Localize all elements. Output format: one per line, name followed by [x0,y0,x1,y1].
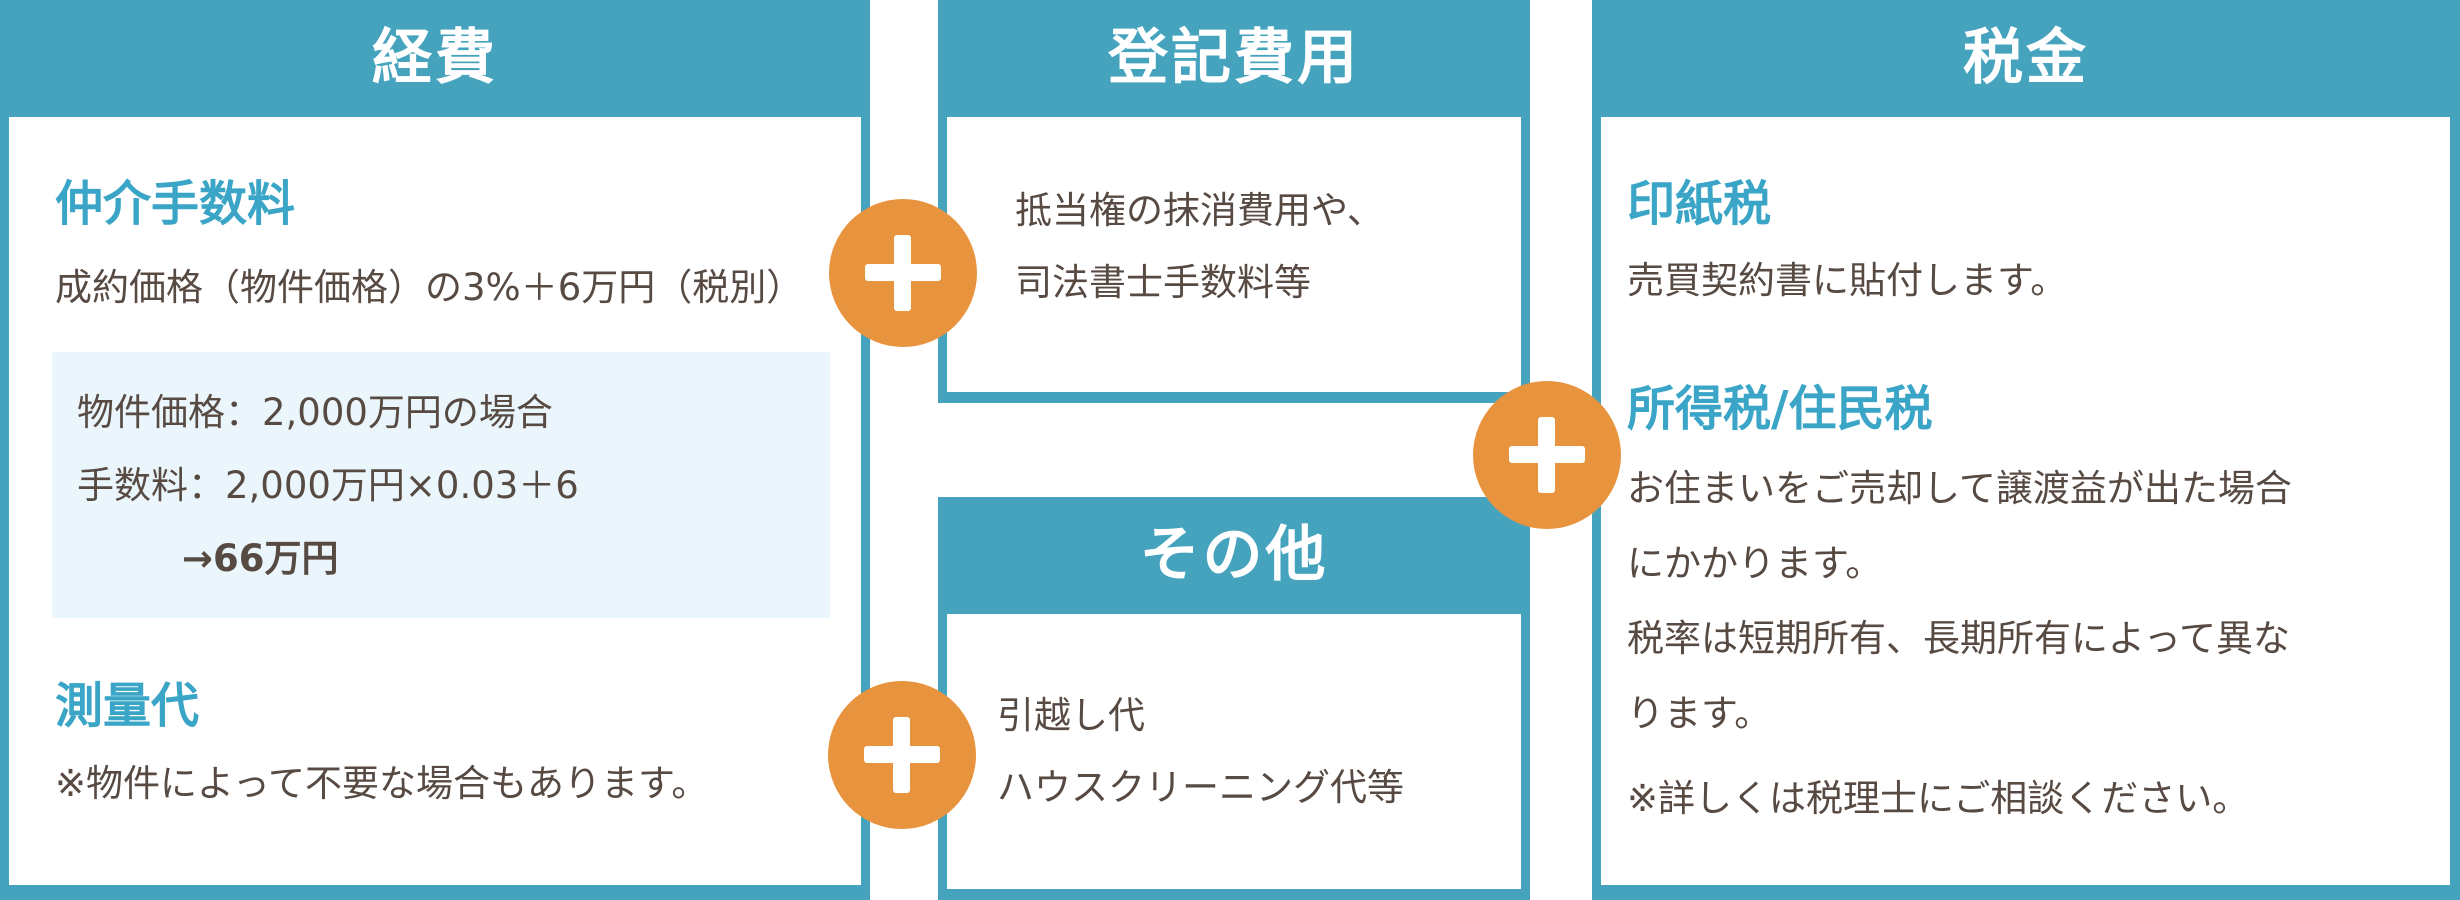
card-expenses: 経費 仲介手数料 成約価格（物件価格）の3%＋6万円（税別） 物件価格：2,00… [0,0,870,900]
card-taxes-body: 印紙税 売買契約書に貼付します。 所得税/住民税 お住まいをご売却して譲渡益が出… [1601,117,2450,885]
card-registration-title: 登記費用 [1108,23,1360,93]
survey-fee-heading: 測量代 [55,678,200,734]
stamp-tax-text: 売買契約書に貼付します。 [1627,259,2068,302]
card-expenses-title: 経費 [372,23,498,93]
fee-example-box: 物件価格：2,000万円の場合 手数料：2,000万円×0.03＋6 →66万円 [52,352,830,618]
income-tax-text: お住まいをご売却して譲渡益が出た場合 にかかります。 税率は短期所有、長期所有に… [1627,467,2292,735]
plus-icon [828,681,976,829]
card-others: その他 引越し代 ハウスクリーニング代等 [938,497,1530,900]
survey-fee-note: ※物件によって不要な場合もあります。 [55,762,709,805]
fee-example-result: →66万円 [182,537,339,580]
plus-icon-bar-v [894,235,911,311]
card-expenses-body: 仲介手数料 成約価格（物件価格）の3%＋6万円（税別） 物件価格：2,000万円… [9,117,861,885]
fee-example-price: 物件価格：2,000万円の場合 [77,391,553,434]
plus-icon [1473,381,1621,529]
tax-consult-note: ※詳しくは税理士にご相談ください。 [1627,777,2250,820]
brokerage-fee-formula: 成約価格（物件価格）の3%＋6万円（税別） [55,266,804,309]
card-others-body: 引越し代 ハウスクリーニング代等 [947,614,1521,889]
brokerage-fee-heading: 仲介手数料 [55,176,296,232]
card-registration-fees: 登記費用 抵当権の抹消費用や、 司法書士手数料等 [938,0,1530,403]
card-taxes-title: 税金 [1963,23,2089,93]
fee-example-calculation: 手数料：2,000万円×0.03＋6 [77,464,579,507]
plus-icon-bar-v [893,717,910,793]
registration-fees-text: 抵当権の抹消費用や、 司法書士手数料等 [1015,189,1384,304]
plus-icon [829,199,977,347]
card-registration-body: 抵当権の抹消費用や、 司法書士手数料等 [947,117,1521,392]
plus-icon-bar-v [1538,417,1555,493]
card-taxes: 税金 印紙税 売買契約書に貼付します。 所得税/住民税 お住まいをご売却して譲渡… [1592,0,2460,900]
income-tax-heading: 所得税/住民税 [1627,381,1933,437]
stamp-tax-heading: 印紙税 [1627,176,1772,232]
others-text: 引越し代 ハウスクリーニング代等 [997,694,1404,809]
card-others-title: その他 [1139,520,1329,590]
